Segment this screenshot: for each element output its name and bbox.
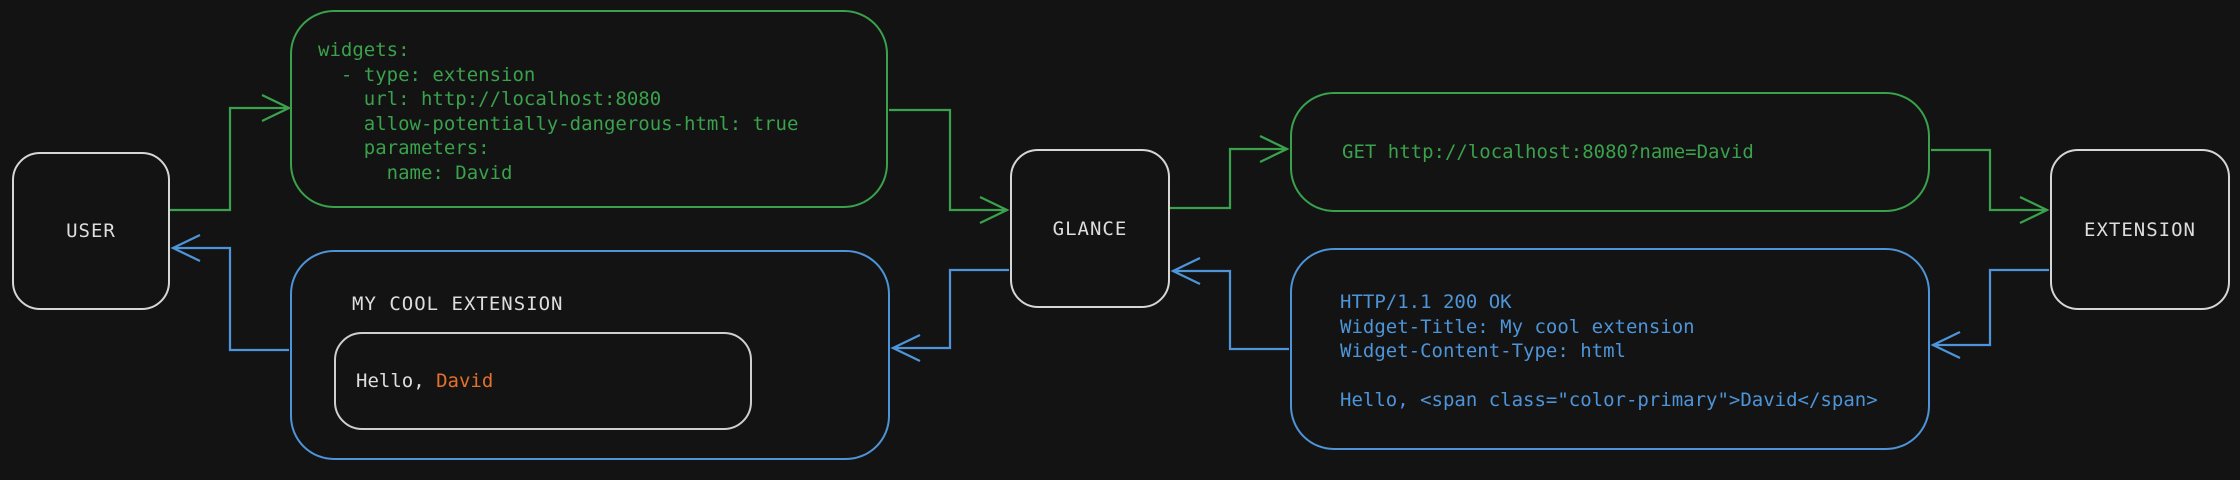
greeting-name: David [436,370,494,392]
greeting-text: Hello, David [356,370,493,392]
node-glance: GLANCE [1010,149,1170,308]
http-request-box: GET http://localhost:8080?name=David [1290,92,1930,212]
node-extension-label: EXTENSION [2084,218,2196,241]
widget-inner-card: Hello, David [334,332,752,430]
connector-extension-to-response [1930,268,2049,360]
http-response-code: HTTP/1.1 200 OK Widget-Title: My cool ex… [1340,291,1878,411]
http-response-box: HTTP/1.1 200 OK Widget-Title: My cool ex… [1290,248,1930,450]
node-extension: EXTENSION [2050,149,2230,310]
node-user: USER [12,152,170,310]
connector-glance-to-widget [890,268,1009,363]
widget-title: MY COOL EXTENSION [352,293,564,315]
http-request-code: GET http://localhost:8080?name=David [1342,140,1754,163]
widget-preview-box: MY COOL EXTENSION Hello, David [290,250,890,460]
node-user-label: USER [66,220,116,242]
connector-user-to-config [170,93,292,212]
connector-glance-to-request [1170,134,1290,210]
connector-request-to-extension [1931,148,2050,225]
config-yaml-box: widgets: - type: extension url: http://l… [290,10,888,208]
connector-response-to-glance [1170,256,1289,351]
connector-config-to-glance [889,108,1010,225]
node-glance-label: GLANCE [1052,217,1128,240]
greeting-prefix: Hello, [356,370,437,392]
config-yaml-code: widgets: - type: extension url: http://l… [318,39,799,184]
connector-widget-to-user [170,233,289,352]
